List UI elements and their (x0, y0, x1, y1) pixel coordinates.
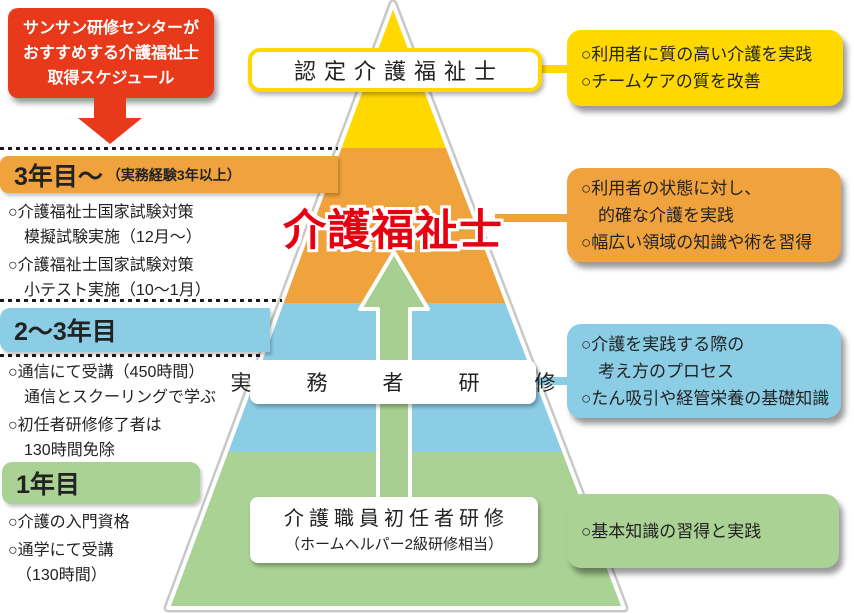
dashed-divider (0, 299, 282, 302)
callout-kaigofukushishi: ○利用者の状態に対し、 的確な介護を実践 ○幅広い領域の知識や術を習得 (567, 168, 841, 262)
shoninsha-training-subtext: （ホームヘルパー2級研修相当） (285, 536, 503, 553)
care-worker-title: 介護福祉士 (283, 207, 503, 255)
year3-note: （実務経験3年以上） (106, 166, 241, 183)
detail-line: ○介護の入門資格 (8, 514, 130, 531)
down-arrow-icon (94, 97, 126, 119)
detail-line: 130時間免除 (8, 442, 115, 459)
dashed-divider (0, 147, 338, 150)
detail-line: 模擬試験実施（12月〜） (8, 229, 202, 246)
promo-line: おすすめする介護福祉士 (22, 44, 199, 62)
connector-line-jitsumusha (528, 377, 576, 385)
year1-details: ○介護の入門資格 ○通学にて受講 （130時間） (8, 510, 130, 588)
callout-line: ○幅広い領域の知識や術を習得 (581, 232, 813, 252)
dashed-divider (0, 354, 260, 357)
down-arrow-icon (78, 118, 142, 144)
year2-3-header-bar: 2〜3年目 (0, 308, 270, 352)
detail-line: ○介護福祉士国家試験対策 (8, 204, 194, 221)
jitsumusha-training-label: 実 務 者 研 修 (231, 360, 556, 404)
detail-line: 小テスト実施（10〜1月） (8, 282, 211, 299)
year1-title: 1年目 (16, 471, 80, 499)
promo-line: サンサン研修センターが (22, 19, 199, 37)
detail-line: ○通学にて受講 (8, 542, 114, 559)
certified-care-worker-label: 認定介護福祉士 (248, 48, 542, 92)
callout-certified: ○利用者に質の高い介護を実践 ○チームケアの質を改善 (567, 30, 843, 106)
detail-line: ○介護福祉士国家試験対策 (8, 257, 194, 274)
callout-line: ○利用者の状態に対し、 (581, 178, 762, 198)
callout-line: ○基本知識の習得と実践 (581, 521, 762, 541)
callout-shoninsha: ○基本知識の習得と実践 (567, 494, 839, 568)
year3-details: ○介護福祉士国家試験対策 模擬試験実施（12月〜） ○介護福祉士国家試験対策 小… (8, 200, 211, 303)
shoninsha-training-label: 介護職員初任者研修 （ホームヘルパー2級研修相当） (250, 497, 538, 563)
callout-jitsumusha: ○介護を実践する際の 考え方のプロセス ○たん吸引や経管栄養の基礎知識 (567, 324, 841, 418)
connector-line-kaigofukushishi (495, 214, 575, 222)
callout-line: ○チームケアの質を改善 (581, 72, 761, 91)
callout-line: 考え方のプロセス (581, 361, 734, 381)
connector-line-shoninsha (528, 525, 576, 533)
year2-3-details: ○通信にて受講（450時間） 通信とスクーリングで学ぶ ○初任者研修修了者は 1… (8, 360, 216, 463)
connector-line-certified (525, 65, 575, 73)
detail-line: （130時間） (8, 567, 107, 584)
detail-line: 通信とスクーリングで学ぶ (8, 389, 217, 406)
pyramid-inner-border (166, 2, 626, 610)
promo-line: 取得スケジュール (47, 69, 175, 87)
callout-line: ○たん吸引や経管栄養の基礎知識 (581, 388, 830, 408)
callout-line: ○利用者に質の高い介護を実践 (581, 45, 813, 64)
year1-header-bar: 1年目 (2, 462, 200, 504)
certified-care-worker-text: 認定介護福祉士 (293, 59, 504, 84)
year2-3-title: 2〜3年目 (14, 318, 117, 346)
shoninsha-training-text: 介護職員初任者研修 (284, 508, 509, 530)
detail-line: ○初任者研修修了者は (8, 417, 162, 434)
detail-line: ○通信にて受講（450時間） (8, 364, 205, 381)
pyramid-band-kaigofukushishi (282, 148, 507, 303)
jitsumusha-training-text: 実 務 者 研 修 (230, 372, 573, 395)
year3-title: 3年目〜 (14, 162, 103, 191)
callout-line: ○介護を実践する際の (581, 334, 745, 354)
callout-line: 的確な介護を実践 (581, 205, 734, 225)
year3-header-bar: 3年目〜 （実務経験3年以上） (0, 156, 338, 193)
promo-box: サンサン研修センターが おすすめする介護福祉士 取得スケジュール (8, 8, 214, 98)
